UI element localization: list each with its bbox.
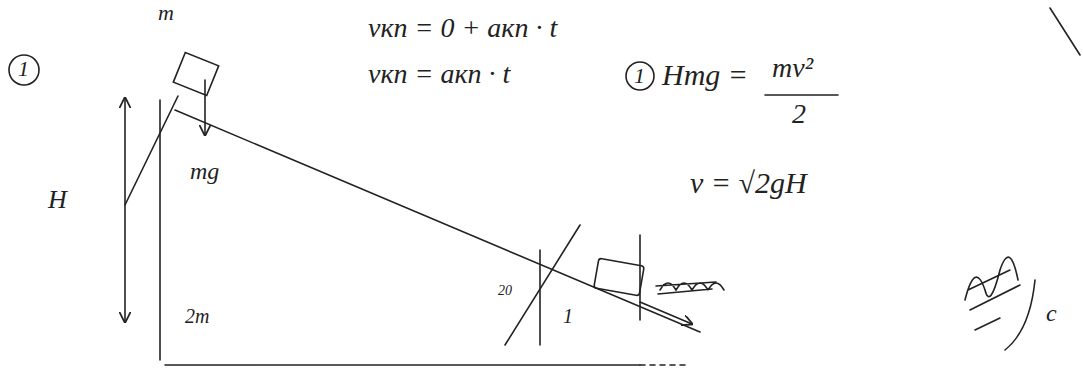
formula-text: vкп = aкп · t	[368, 58, 510, 90]
formula-text: mv²	[772, 52, 813, 84]
incline	[175, 110, 700, 332]
formula-text: Hmg =	[662, 58, 748, 93]
block	[173, 52, 218, 95]
formula-text: 2	[792, 98, 806, 130]
force-label: mg	[190, 158, 219, 186]
formula-text: c	[1046, 300, 1057, 328]
velocity-arrow	[640, 302, 692, 324]
dimension-label: 1	[563, 305, 573, 328]
normal-line	[505, 225, 580, 345]
height-arrow	[124, 98, 126, 322]
dimension-label: H	[48, 185, 67, 215]
number-circle	[9, 55, 39, 85]
number-circle	[626, 62, 654, 90]
formula-text: vкп = 0 + aкп · t	[368, 12, 557, 44]
height-line	[159, 100, 161, 360]
leader-line	[125, 96, 178, 205]
ground	[640, 364, 690, 366]
mass-label: m	[158, 0, 174, 25]
formula-text: v = √2gH	[690, 166, 807, 201]
block	[594, 258, 645, 296]
fraction-bar	[765, 94, 838, 96]
callout-number: 1	[634, 63, 645, 88]
scribble	[656, 282, 724, 294]
dimension-label: 2m	[185, 305, 209, 328]
gravity-arrow	[204, 80, 206, 135]
vertical-line	[539, 250, 541, 345]
vertical-line	[639, 235, 641, 320]
scribble	[965, 257, 1035, 350]
callout-number: 1	[18, 56, 29, 81]
slash	[1050, 8, 1080, 55]
angle-label: 20	[498, 283, 512, 299]
ground	[165, 364, 640, 366]
